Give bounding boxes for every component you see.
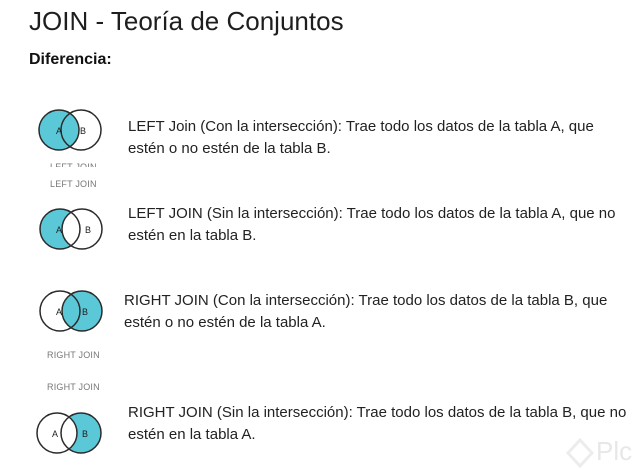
intersection-cutout bbox=[62, 209, 80, 249]
set-a-label: A bbox=[52, 429, 58, 439]
venn-caption: RIGHT JOIN bbox=[47, 350, 100, 360]
item-description: RIGHT JOIN (Sin la intersección): Trae t… bbox=[128, 404, 627, 443]
set-a-label: A bbox=[56, 225, 62, 235]
section-subtitle: Diferencia: bbox=[29, 51, 112, 68]
set-b-circle bbox=[61, 208, 103, 250]
item-description: LEFT JOIN (Sin la intersección): Trae to… bbox=[128, 205, 616, 244]
intersection-fill bbox=[61, 110, 79, 150]
set-b-circle bbox=[62, 291, 102, 331]
venn-left-join-exclusive: A B bbox=[37, 206, 107, 252]
venn-right-join-exclusive: A B bbox=[34, 410, 106, 456]
item-description: LEFT Join (Con la intersección): Trae to… bbox=[128, 118, 594, 157]
set-b-circle bbox=[60, 109, 102, 151]
page-title: JOIN - Teoría de Conjuntos bbox=[29, 6, 344, 36]
item-description: RIGHT JOIN (Con la intersección): Trae t… bbox=[124, 292, 608, 331]
venn-right-join-inclusive: A B bbox=[37, 288, 107, 334]
watermark-text: Plc bbox=[596, 436, 633, 466]
set-b-label: B bbox=[80, 126, 86, 136]
set-a-label: A bbox=[56, 126, 62, 136]
venn-caption: RIGHT JOIN bbox=[47, 382, 100, 392]
set-a-label: A bbox=[56, 307, 62, 317]
set-b-label: B bbox=[85, 225, 91, 235]
intersection-cutout bbox=[61, 413, 77, 453]
venn-caption-clipped: LEFT JOIN bbox=[50, 163, 97, 167]
set-a-circle bbox=[39, 290, 81, 332]
platzi-watermark: Plc bbox=[566, 434, 637, 470]
set-a-circle bbox=[36, 412, 78, 454]
set-b-label: B bbox=[82, 307, 88, 317]
platzi-logo-icon bbox=[566, 438, 594, 468]
venn-left-join-inclusive: A B bbox=[37, 108, 105, 154]
venn-caption: LEFT JOIN bbox=[50, 179, 97, 189]
set-b-label: B bbox=[82, 429, 88, 439]
